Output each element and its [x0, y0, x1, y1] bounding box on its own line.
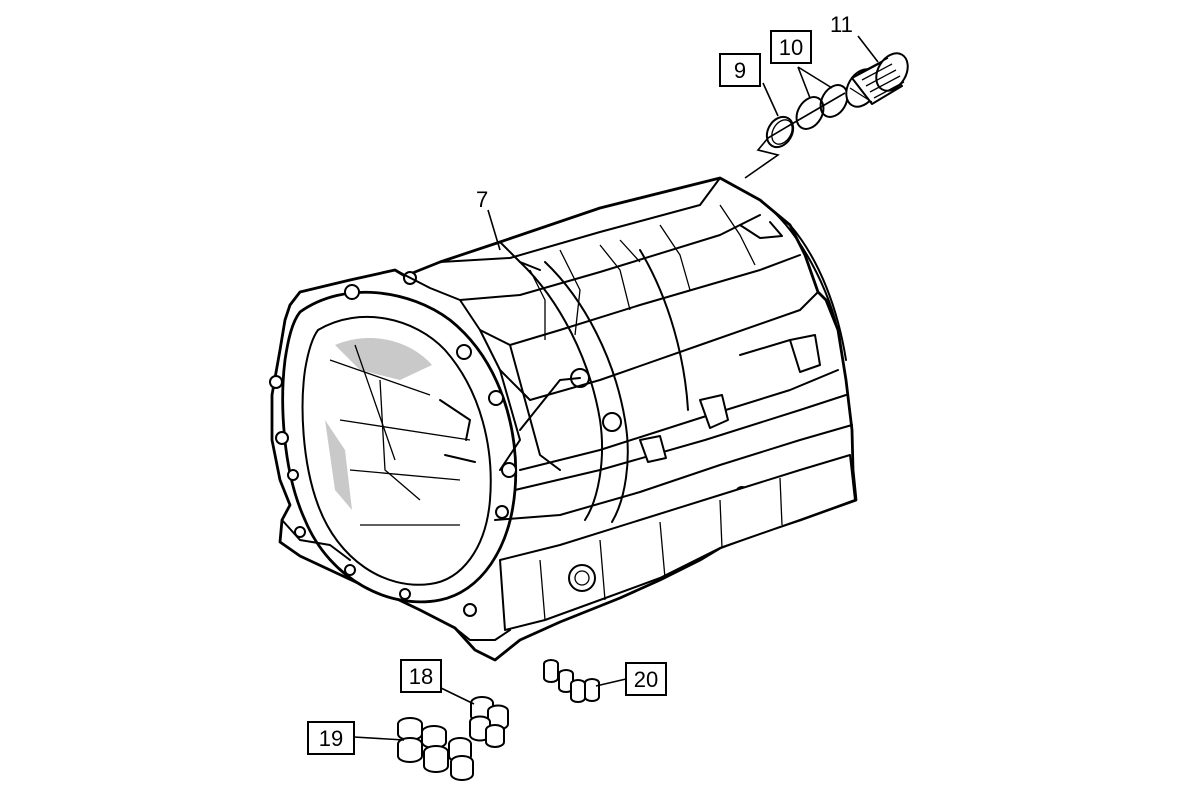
callout-leaders — [353, 35, 879, 741]
callout-19: 19 — [307, 721, 355, 755]
flange-bolt-bosses — [269, 271, 807, 617]
svg-text:10: 10 — [779, 35, 803, 60]
seal-cluster-19 — [397, 717, 474, 781]
svg-text:9: 9 — [734, 58, 746, 83]
svg-text:11: 11 — [830, 12, 853, 37]
svg-text:7: 7 — [476, 187, 488, 212]
seal-cluster-18 — [469, 696, 509, 748]
svg-text:18: 18 — [409, 664, 433, 689]
callout-9: 9 — [719, 53, 761, 87]
svg-text:20: 20 — [634, 667, 658, 692]
svg-text:19: 19 — [319, 726, 343, 751]
transmission-case — [269, 176, 858, 662]
callout-11: 11 — [830, 12, 853, 37]
piston-11 — [845, 52, 909, 108]
callout-7: 7 — [476, 187, 488, 212]
callout-10: 10 — [770, 30, 812, 64]
callout-18: 18 — [400, 659, 442, 693]
seal-row-20 — [543, 659, 600, 703]
o-rings-10 — [795, 84, 849, 130]
snap-ring-9 — [765, 115, 795, 149]
assembly-leader — [744, 92, 846, 179]
callout-20: 20 — [625, 662, 667, 696]
